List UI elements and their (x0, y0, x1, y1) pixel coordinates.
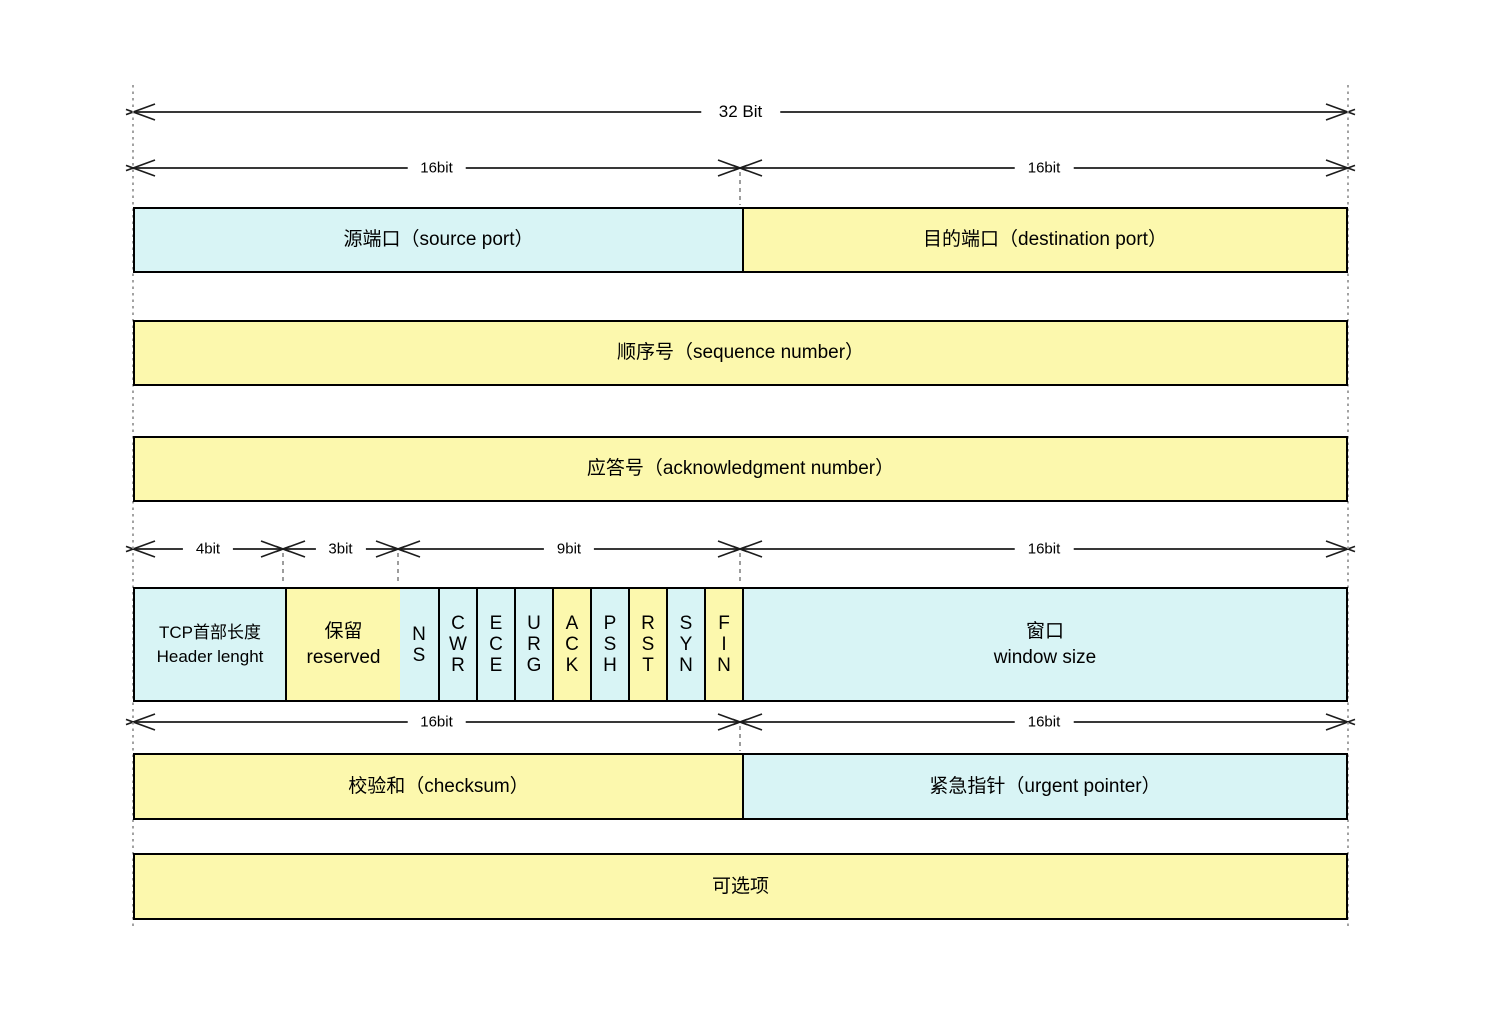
field-header-length-label-zh: TCP首部长度 (159, 622, 261, 642)
field-window-size-label-en: window size (993, 646, 1097, 668)
field-options-label: 可选项 (711, 875, 769, 897)
field-reserved-label-en: reserved (306, 646, 381, 668)
field-checksum: 校验和（checksum） (135, 755, 742, 818)
field-reserved: 保留 reserved (285, 589, 400, 700)
field-acknowledgment-number: 应答号（acknowledgment number） (135, 438, 1346, 500)
field-destination-port-label: 目的端口（destination port） (923, 229, 1167, 250)
field-window-size-label-zh: 窗口 (1025, 620, 1064, 642)
field-sequence-number-label: 顺序号（sequence number） (616, 342, 865, 363)
field-sequence-number: 顺序号（sequence number） (135, 322, 1346, 384)
field-header-length: TCP首部长度 Header lenght (135, 589, 285, 700)
field-source-port-label: 源端口（source port） (343, 229, 534, 250)
field-destination-port: 目的端口（destination port） (742, 209, 1346, 271)
field-header-length-label-en: Header lenght (156, 646, 264, 666)
field-urgent-pointer-label: 紧急指针（urgent pointer） (929, 775, 1161, 797)
field-source-port: 源端口（source port） (135, 209, 742, 271)
row-sequence-number: 顺序号（sequence number） (133, 320, 1348, 386)
field-acknowledgment-number-label: 应答号（acknowledgment number） (586, 458, 895, 479)
field-window-size: 窗口 window size (742, 589, 1346, 700)
field-reserved-label-zh: 保留 (324, 620, 363, 642)
row-options: 可选项 (133, 853, 1348, 920)
field-checksum-label: 校验和（checksum） (348, 775, 529, 797)
row-acknowledgment-number: 应答号（acknowledgment number） (133, 436, 1348, 502)
field-urgent-pointer: 紧急指针（urgent pointer） (742, 755, 1346, 818)
row-checksum: 校验和（checksum） 紧急指针（urgent pointer） (133, 753, 1348, 820)
row-ports: 源端口（source port） 目的端口（destination port） (133, 207, 1348, 273)
field-options: 可选项 (135, 855, 1346, 918)
